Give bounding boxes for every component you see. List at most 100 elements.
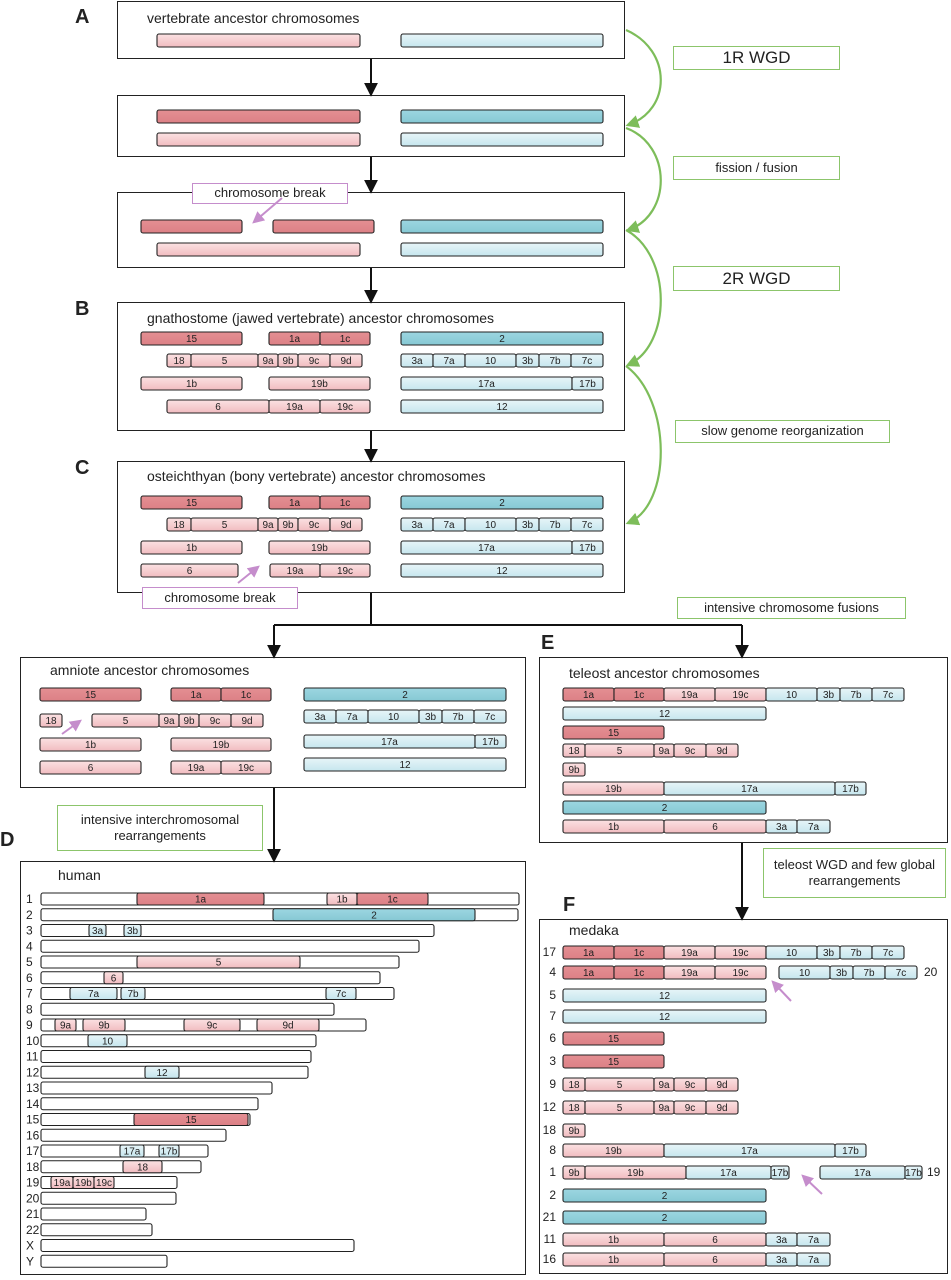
human-chromosome-20 bbox=[40, 1191, 177, 1205]
segment-17a bbox=[119, 1144, 145, 1158]
segment-label-9b: 9b bbox=[282, 520, 294, 531]
segment-label-7a: 7a bbox=[808, 822, 820, 833]
segment-17b bbox=[571, 540, 604, 555]
segment-2 bbox=[400, 331, 604, 346]
segment-label-7a: 7a bbox=[443, 520, 455, 531]
segment-17b bbox=[834, 1143, 867, 1158]
segment-label-19a: 19a bbox=[188, 763, 205, 774]
segment-label-18: 18 bbox=[568, 1080, 580, 1091]
segment-label-19a: 19a bbox=[54, 1178, 71, 1189]
segment-9d bbox=[705, 1100, 739, 1115]
segment-label-19c: 19c bbox=[96, 1178, 112, 1189]
title-osteichthyan: osteichthyan (bony vertebrate) ancestor … bbox=[147, 468, 486, 484]
segment-label-19b: 19b bbox=[311, 543, 328, 554]
chromosome-number-21: 21 bbox=[543, 1210, 557, 1224]
segment-3b bbox=[123, 923, 142, 938]
segment-label-18: 18 bbox=[173, 356, 185, 367]
segment-label-1c: 1c bbox=[634, 968, 645, 979]
segment-label-17b: 17b bbox=[905, 1168, 922, 1179]
chromosome-number-9: 9 bbox=[26, 1018, 33, 1032]
segment-7a bbox=[69, 986, 118, 1001]
segment-19b bbox=[268, 540, 371, 555]
chromosome-red-2b bbox=[156, 242, 361, 257]
arrow-amniote-fusion bbox=[61, 719, 82, 735]
segment-9b bbox=[562, 1123, 586, 1138]
segment-label-3a: 3a bbox=[411, 520, 423, 531]
human-chromosome-21 bbox=[40, 1207, 147, 1221]
segment-label-1a: 1a bbox=[289, 498, 301, 509]
segment-label-5: 5 bbox=[123, 716, 129, 727]
segment-label-9c: 9c bbox=[685, 1103, 696, 1114]
segment-7c bbox=[871, 687, 905, 702]
segment-15 bbox=[133, 1112, 249, 1127]
segment-label-7a: 7a bbox=[808, 1235, 820, 1246]
segment-12 bbox=[562, 1009, 767, 1024]
chromosome-blue-1r-b bbox=[400, 132, 604, 147]
panel-letter-c: C bbox=[75, 457, 90, 479]
segment-19c bbox=[714, 965, 767, 980]
segment-label-18: 18 bbox=[568, 1103, 580, 1114]
segment-label-15: 15 bbox=[85, 690, 97, 701]
segment-label-12: 12 bbox=[496, 566, 508, 577]
human-chromosome-4 bbox=[40, 939, 420, 953]
arrow-medaka-4 bbox=[771, 980, 792, 1002]
human-chromosome-14 bbox=[40, 1097, 259, 1111]
segment-9c bbox=[183, 1018, 241, 1032]
segment-label-7c: 7c bbox=[485, 712, 496, 723]
segment-label-17a: 17a bbox=[720, 1168, 737, 1179]
segment-label-17a: 17a bbox=[478, 543, 495, 554]
segment-label-15: 15 bbox=[608, 1057, 620, 1068]
segment-15 bbox=[140, 495, 243, 510]
panel-letter-e: E bbox=[541, 632, 555, 654]
segment-9d bbox=[705, 1077, 739, 1092]
segment-label-19c: 19c bbox=[238, 763, 254, 774]
segment-label-9a: 9a bbox=[163, 716, 175, 727]
segment-12 bbox=[562, 706, 767, 721]
segment-10 bbox=[87, 1034, 128, 1048]
segment-12 bbox=[400, 563, 604, 578]
segment-label-7c: 7c bbox=[883, 690, 894, 701]
segment-label-9c: 9c bbox=[685, 746, 696, 757]
human-chromosome-X bbox=[40, 1238, 355, 1253]
segment-label-17b: 17b bbox=[842, 784, 859, 795]
segment-label-10: 10 bbox=[388, 712, 400, 723]
segment-label-7c: 7c bbox=[896, 968, 907, 979]
segment-1c bbox=[220, 687, 272, 702]
curve-slow-reorganization bbox=[625, 365, 662, 526]
chromosome-number-10: 10 bbox=[26, 1034, 40, 1048]
segment-label-1c: 1c bbox=[340, 498, 351, 509]
segment-label-19c: 19c bbox=[732, 948, 748, 959]
segment-label-3b: 3b bbox=[823, 948, 835, 959]
segment-label-19b: 19b bbox=[627, 1168, 644, 1179]
arrow-break-2 bbox=[237, 565, 260, 584]
segment-label-19b: 19b bbox=[605, 784, 622, 795]
chromosome-number-5: 5 bbox=[26, 955, 33, 969]
segment-2 bbox=[562, 800, 767, 815]
segment-9d bbox=[329, 353, 363, 368]
segment-12 bbox=[400, 399, 604, 414]
segment-label-3a: 3a bbox=[776, 1255, 788, 1266]
curve-fission-fusion bbox=[625, 126, 662, 233]
segment-label-9b: 9b bbox=[568, 765, 580, 776]
segment-7c bbox=[473, 709, 507, 724]
segment-9b bbox=[562, 762, 586, 777]
segment-9b bbox=[82, 1018, 126, 1032]
segment-label-7c: 7c bbox=[883, 948, 894, 959]
segment-3a bbox=[88, 923, 107, 938]
human-chromosome-8 bbox=[40, 1002, 335, 1016]
chromosome-number-22: 22 bbox=[26, 1223, 40, 1237]
segment-2 bbox=[400, 495, 604, 510]
segment-label-1c: 1c bbox=[387, 895, 398, 906]
chromosome-blue-1r-a bbox=[400, 109, 604, 124]
segment-label-19a: 19a bbox=[681, 690, 698, 701]
segment-label-1b: 1b bbox=[608, 1235, 620, 1246]
segment-label-19c: 19c bbox=[337, 402, 353, 413]
segment-label-12: 12 bbox=[659, 1012, 671, 1023]
human-chromosome-10 bbox=[40, 1034, 317, 1048]
segment-label-19b: 19b bbox=[213, 740, 230, 751]
segment-label-3a: 3a bbox=[92, 926, 104, 937]
segment-12 bbox=[303, 757, 507, 772]
segment-label-1b: 1b bbox=[186, 379, 198, 390]
chromosome-number-9: 9 bbox=[549, 1077, 556, 1091]
chromosome-red-fragment-1 bbox=[140, 219, 243, 234]
